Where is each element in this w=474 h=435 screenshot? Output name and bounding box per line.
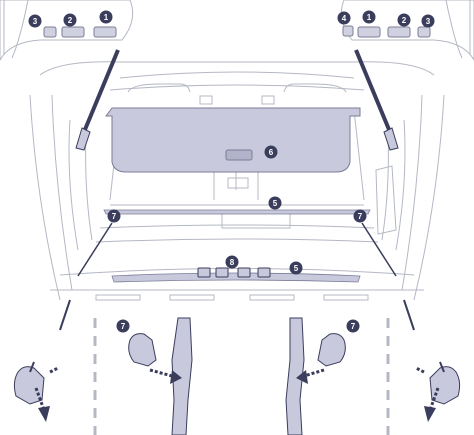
svg-text:7: 7 xyxy=(121,322,126,331)
svg-text:7: 7 xyxy=(112,212,117,221)
switch-icon xyxy=(417,26,431,38)
luggage-hooks xyxy=(197,267,271,278)
svg-text:1: 1 xyxy=(367,13,372,22)
hook-icon xyxy=(257,267,271,278)
switch-icon xyxy=(43,26,57,38)
corner-anchor-right xyxy=(415,361,461,422)
hook-icon xyxy=(215,267,229,278)
cover-handle-icon xyxy=(225,149,253,161)
callout-top-right-4: 4 xyxy=(337,11,351,25)
switch-icon xyxy=(342,25,354,37)
callout-top-left-2: 2 xyxy=(63,13,77,27)
callout-side-7-right: 7 xyxy=(353,209,367,223)
floor-rails xyxy=(103,209,371,283)
svg-text:2: 2 xyxy=(68,16,73,25)
seat-anchor-right xyxy=(296,333,346,384)
hook-icon xyxy=(237,267,251,278)
seat-anchor-left xyxy=(128,333,182,384)
top-right-switch-panel xyxy=(340,0,474,62)
callout-top-right-3: 3 xyxy=(421,14,435,28)
switch-icon xyxy=(387,26,411,38)
svg-text:5: 5 xyxy=(294,264,299,273)
svg-text:7: 7 xyxy=(358,212,363,221)
svg-text:2: 2 xyxy=(402,16,407,25)
svg-text:4: 4 xyxy=(342,14,347,23)
svg-text:3: 3 xyxy=(426,17,431,26)
lower-rails xyxy=(59,299,415,435)
hook-icon xyxy=(197,267,211,278)
luggage-cover xyxy=(105,107,361,173)
svg-text:1: 1 xyxy=(104,13,109,22)
svg-text:5: 5 xyxy=(273,199,278,208)
callout-top-right-2: 2 xyxy=(397,13,411,27)
boot-floor-edges xyxy=(77,211,397,277)
svg-text:7: 7 xyxy=(351,322,356,331)
callout-seat-7-right: 7 xyxy=(346,319,360,333)
switch-icon xyxy=(93,26,117,38)
callout-seat-7-left: 7 xyxy=(116,319,130,333)
svg-text:6: 6 xyxy=(269,148,274,157)
corner-anchor-left xyxy=(13,361,59,422)
callout-top-right-1: 1 xyxy=(362,10,376,24)
callout-side-7-left: 7 xyxy=(107,209,121,223)
callout-rail-5-lower: 5 xyxy=(289,261,303,275)
callout-cover-6: 6 xyxy=(264,145,278,159)
switch-icon xyxy=(357,26,381,38)
svg-text:3: 3 xyxy=(33,17,38,26)
top-left-switch-panel xyxy=(0,0,134,62)
switch-icon xyxy=(61,26,85,38)
side-straps xyxy=(75,49,399,151)
callout-top-left-1: 1 xyxy=(99,10,113,24)
svg-text:8: 8 xyxy=(230,258,235,267)
callout-top-left-3: 3 xyxy=(28,14,42,28)
callout-hooks-8: 8 xyxy=(225,255,239,269)
callout-rail-5-upper: 5 xyxy=(268,196,282,210)
